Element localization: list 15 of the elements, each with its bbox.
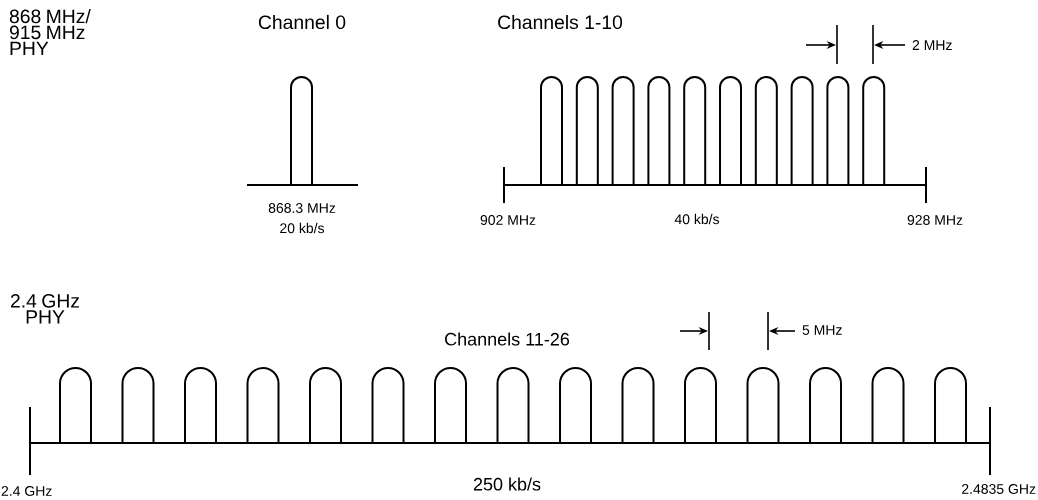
dimension-label: 5 MHz [802,325,842,335]
frequency-label: 902 MHz [480,215,536,225]
frequency-label: 2.4 GHz [1,486,52,496]
frequency-label: 868.3 MHz [268,203,336,213]
band-title: 2.4 GHz PHY [11,294,79,324]
data-rate-label: 250 kb/s [473,477,541,491]
data-rate-label: 40 kb/s [674,213,720,225]
channel-heading: Channels 11-26 [445,332,570,346]
data-rate-label: 20 kb/s [280,222,325,234]
band-title: 868 MHz/ 915 MHz PHY [9,9,91,55]
channel-heading: Channels 1-10 [498,14,623,30]
dimension-label: 2 MHz [912,40,952,50]
channel-heading: Channel 0 [258,14,346,30]
frequency-label: 2.4835 GHz [962,484,1036,494]
frequency-label: 928 MHz [907,215,963,225]
